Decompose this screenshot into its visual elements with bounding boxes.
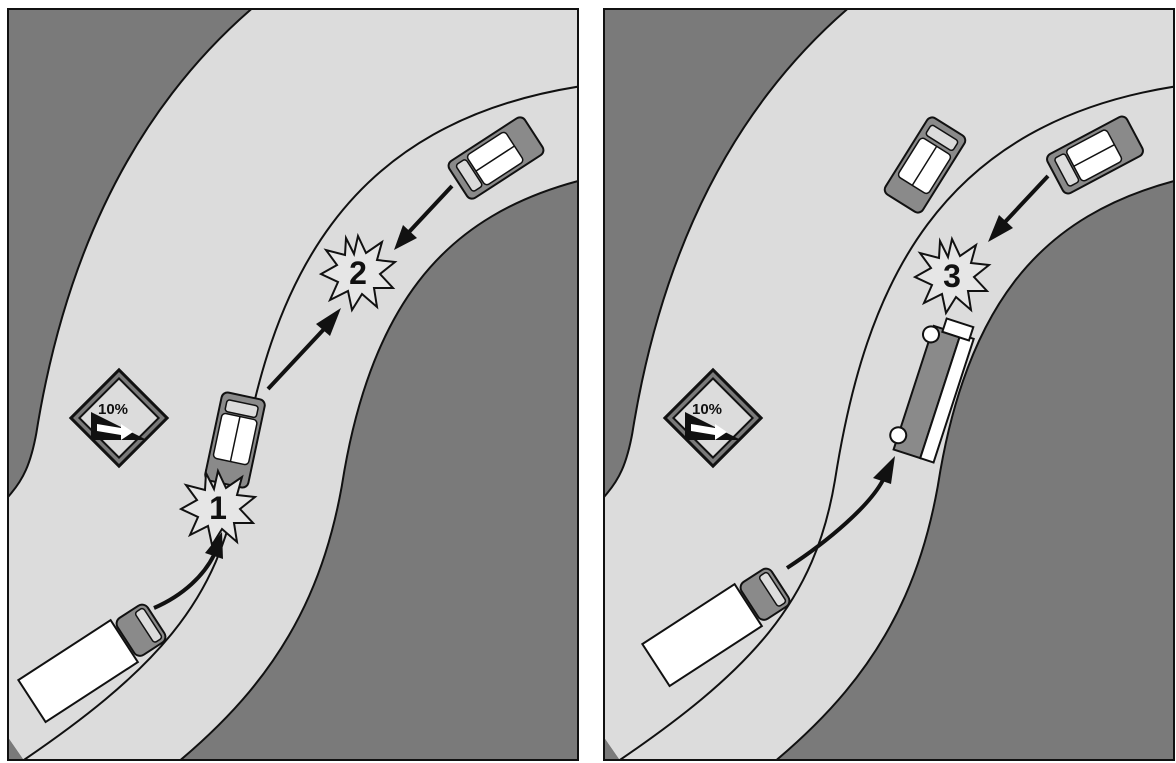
arrowhead-icon [316, 308, 341, 336]
road-surface [9, 10, 577, 759]
path-arrow [407, 184, 454, 234]
arrowhead-icon [988, 215, 1013, 242]
path-arrow [266, 326, 327, 391]
sign-grade-text: 10% [98, 401, 128, 418]
impact-burst-3: 3 [912, 235, 992, 316]
arrowhead-icon [205, 532, 223, 559]
impact-label: 1 [209, 490, 227, 526]
path-arrow [1003, 174, 1050, 224]
path-arrow [153, 554, 216, 610]
scene-right-svg: 10% [605, 10, 1173, 759]
impact-label: 2 [349, 255, 367, 291]
car-in-lane [204, 391, 266, 489]
truck [16, 603, 167, 724]
oncoming-car [1046, 115, 1144, 195]
lane-divider [619, 85, 1173, 759]
impact-burst-1: 1 [178, 467, 258, 548]
arrowhead-icon [873, 456, 895, 484]
sign-grade-text: 10% [692, 401, 722, 418]
oncoming-car [447, 116, 545, 200]
downhill-arrow-icon [91, 412, 147, 440]
truck [640, 567, 791, 688]
scene-left-svg: 10% [9, 10, 577, 759]
grade-warning-sign: 10% [68, 367, 170, 469]
arrowhead-icon [394, 225, 417, 250]
trailer [889, 317, 975, 464]
parked-car [883, 116, 967, 214]
impact-label: 3 [943, 258, 961, 294]
scene-panel-right: 10% [603, 8, 1175, 761]
path-arrow [785, 479, 885, 570]
road-surface [605, 10, 1173, 759]
downhill-arrow-icon [685, 412, 741, 440]
scene-panel-left: 10% [7, 8, 579, 761]
grade-warning-sign: 10% [662, 367, 764, 469]
impact-burst-2: 2 [318, 232, 398, 313]
